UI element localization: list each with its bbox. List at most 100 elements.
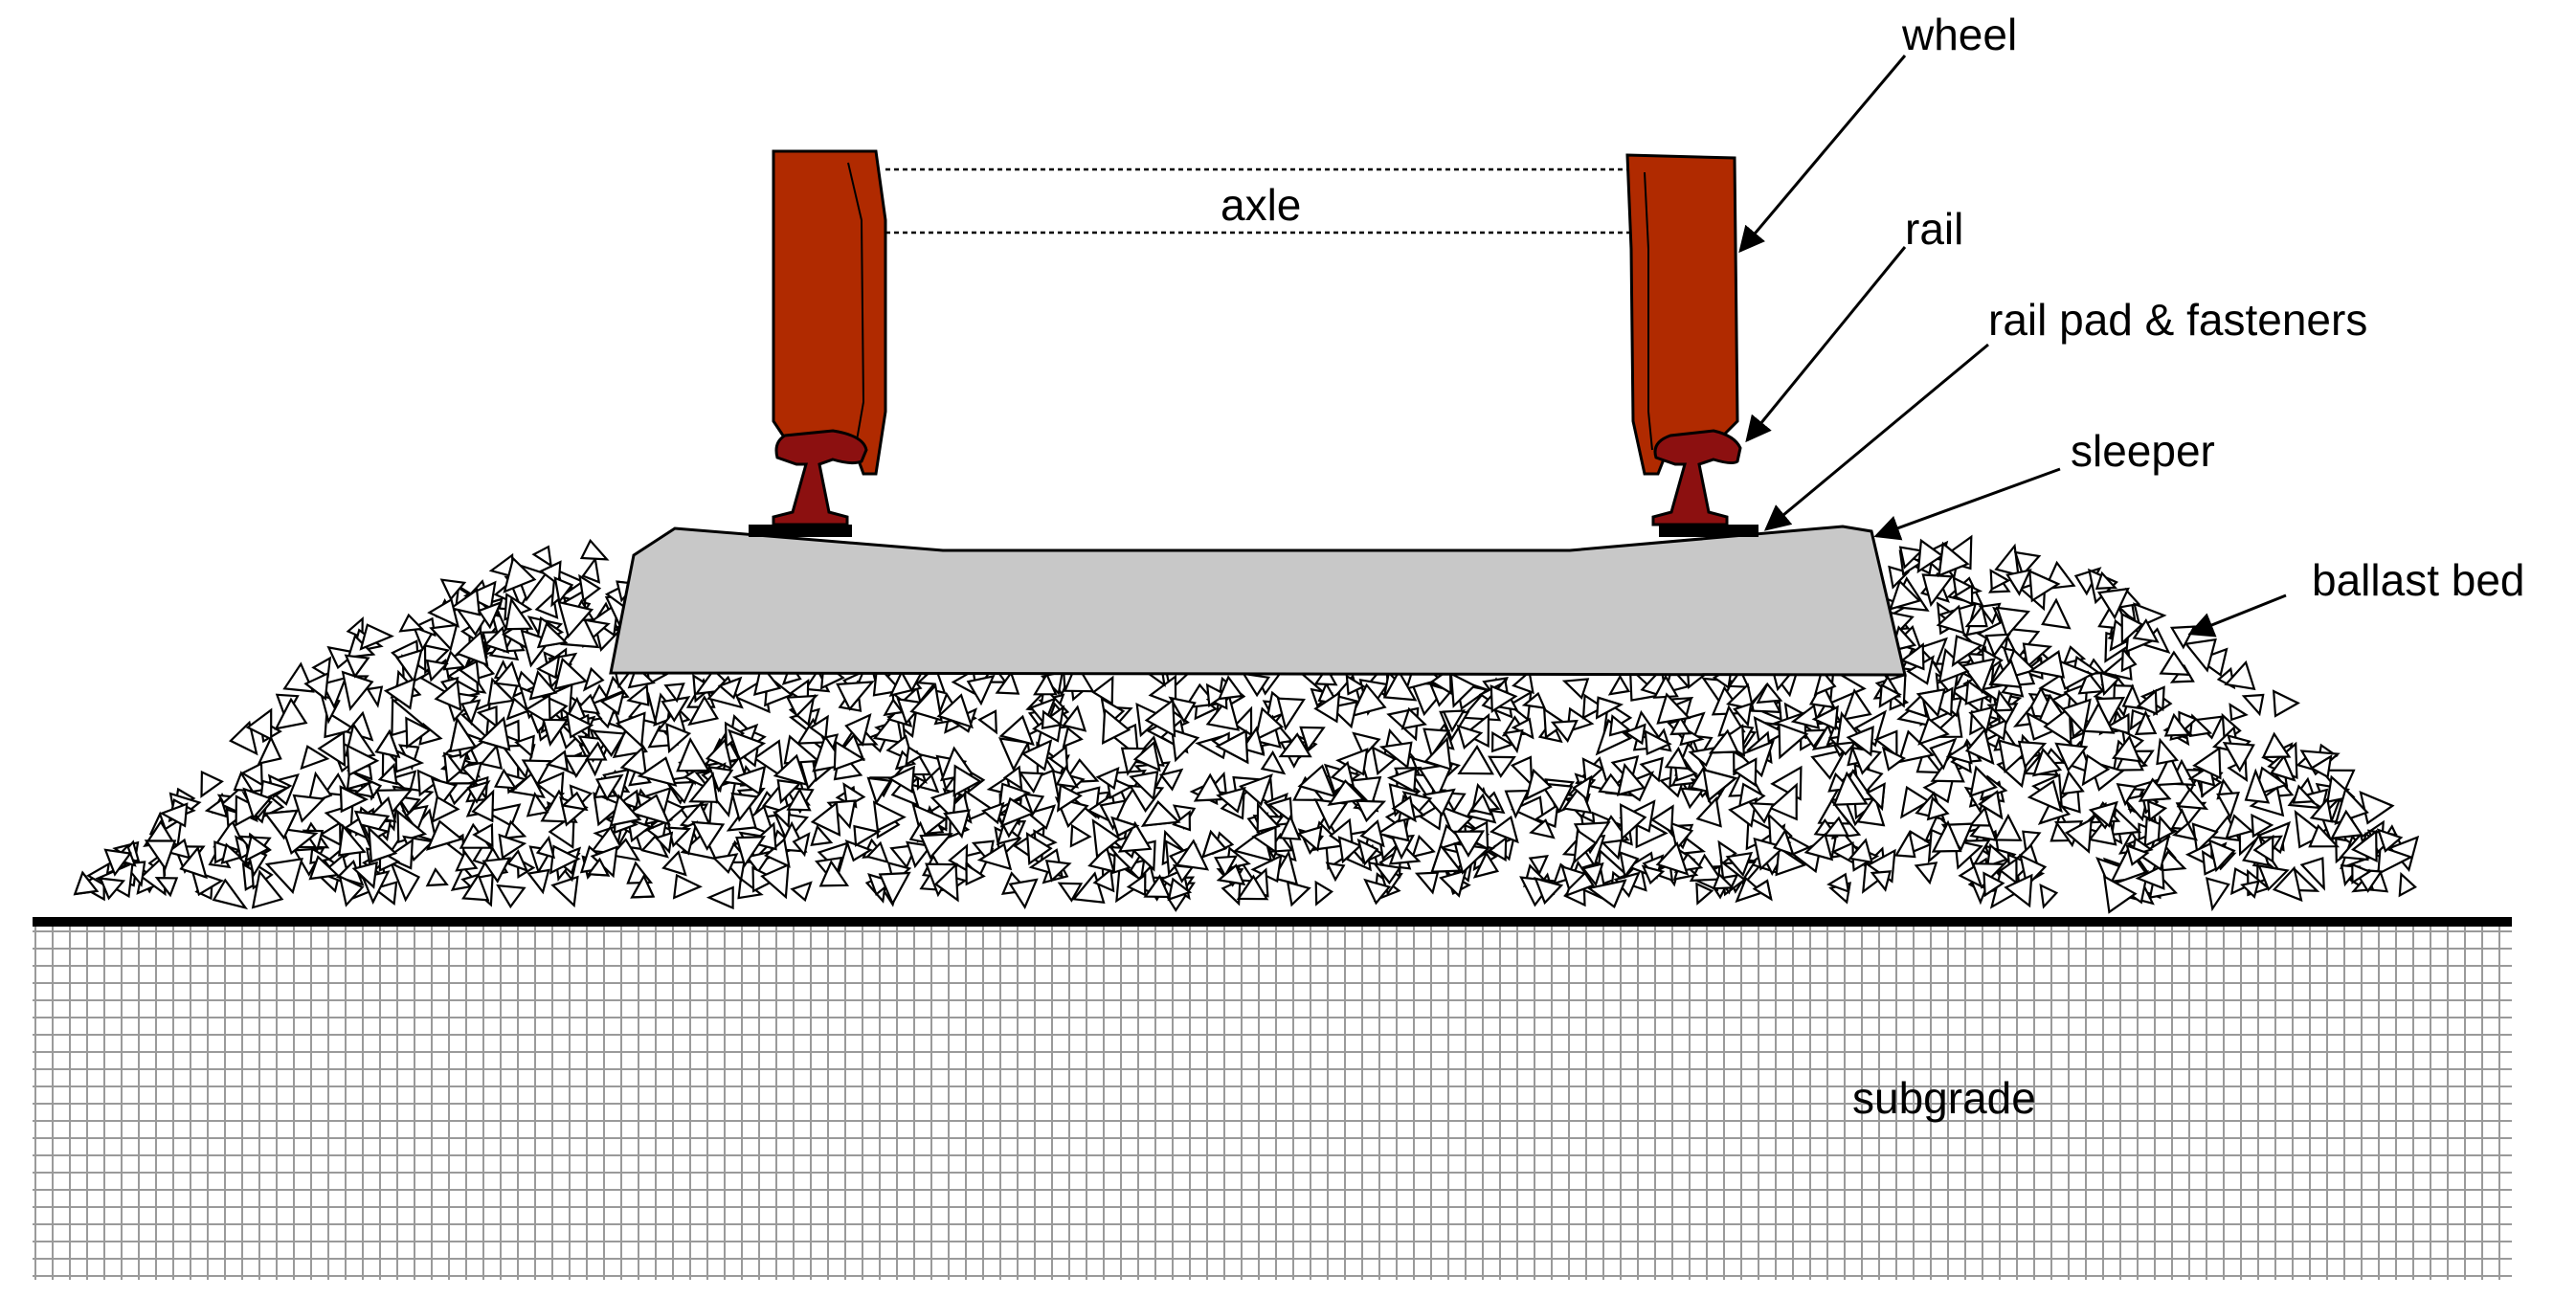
ballast-stone	[1846, 726, 1874, 757]
ballast-stone	[2022, 642, 2053, 669]
ballast-stone	[2027, 650, 2065, 679]
ballast-stone	[1623, 723, 1646, 746]
ballast-stone	[1607, 674, 1631, 696]
ballast-stone	[2111, 734, 2142, 763]
ballast-stone	[2060, 770, 2085, 795]
ballast-stone	[264, 857, 303, 895]
ballast-stone	[1936, 604, 1965, 635]
ballast-stone	[1313, 690, 1341, 724]
ballast-stone	[582, 666, 605, 692]
ballast-stone	[1649, 804, 1674, 835]
ballast-stone	[1286, 881, 1311, 907]
ballast-stone	[204, 797, 229, 818]
ballast-stone	[1418, 762, 1454, 799]
ballast-stone	[2138, 777, 2172, 802]
ballast-stone	[2004, 873, 2033, 908]
ballast-stone	[1848, 838, 1873, 864]
ballast-stone	[1033, 672, 1058, 696]
ballast-stone	[263, 809, 299, 840]
ballast-stone	[1503, 728, 1524, 754]
ballast-stone	[1728, 796, 1758, 828]
ballast-stone	[579, 538, 610, 561]
ballast-stone	[1914, 862, 1938, 885]
ballast-stone	[536, 621, 569, 649]
ballast-stone	[976, 842, 1013, 871]
ballast-stone	[166, 838, 191, 860]
ballast-stone	[952, 764, 982, 797]
ballast-stone	[1995, 606, 2030, 638]
ballast-stone	[1894, 829, 1916, 859]
rail-arrow	[1745, 246, 1907, 443]
ballast-stone	[1921, 573, 1955, 608]
ballast-stone	[274, 697, 308, 730]
ballast-stone	[1463, 712, 1490, 749]
ballast-stone	[1512, 669, 1534, 695]
ballast-stone	[341, 670, 374, 711]
ballast-stone	[2054, 742, 2089, 772]
ballast-stone	[482, 803, 522, 828]
rail-pad-right	[1659, 525, 1758, 537]
ballast-stone	[448, 716, 478, 753]
ballast-stone	[1581, 693, 1605, 720]
ballast-stone	[1550, 719, 1579, 743]
ballast-stone	[1378, 741, 1413, 770]
ballast-stone	[2026, 711, 2060, 741]
ballast-stone	[563, 754, 592, 778]
ballast-stone	[1748, 801, 1775, 824]
ballast-stone	[1216, 863, 1246, 886]
ballast-stone	[672, 873, 703, 900]
ballast-stone	[1560, 864, 1587, 891]
ballast-stone	[2240, 880, 2260, 900]
ballast-stone	[1775, 845, 1807, 877]
ballast-stone	[1400, 706, 1427, 730]
ballast-stone	[257, 735, 282, 766]
ballast-stone	[1968, 805, 1992, 827]
ballast-stone	[2222, 741, 2255, 772]
ballast-stone	[905, 745, 924, 767]
ballast-stone	[506, 849, 529, 873]
ballast-stone	[1900, 642, 1925, 671]
ballast-stone	[1826, 872, 1850, 894]
ballast-stone	[1313, 665, 1338, 686]
ballast-stone	[471, 789, 495, 823]
ballast-stone	[1355, 799, 1387, 823]
ballast-stone	[1026, 804, 1057, 831]
ballast-stone	[1898, 546, 1924, 570]
ballast-stone	[919, 833, 953, 860]
wheel-left-tread	[847, 162, 865, 441]
ballast-stone	[1561, 678, 1590, 701]
ballast-stone	[1144, 698, 1176, 738]
ballast-stone	[1044, 860, 1072, 883]
ballast-stone	[997, 737, 1030, 772]
ballast-stone	[394, 749, 425, 773]
ballast-stone	[1870, 870, 1892, 892]
ballast-stone	[1325, 862, 1346, 883]
ballast-stone	[439, 578, 467, 601]
ballast-stone	[459, 761, 483, 785]
ballast-stone	[591, 729, 627, 757]
ballast-stone	[2157, 815, 2175, 842]
ballast-stone	[390, 770, 417, 795]
subgrade-label: subgrade	[1852, 1073, 2036, 1123]
ballast-stone	[2272, 865, 2303, 903]
ballast-stone	[1960, 658, 1996, 694]
ballast-stone	[654, 831, 674, 855]
ballast-stone	[1732, 757, 1758, 788]
ballast-stone	[1256, 801, 1281, 834]
ballast-stone	[493, 768, 518, 790]
ballast-stone	[339, 785, 369, 814]
ballast-stone	[318, 820, 342, 847]
ballast-stone	[1915, 687, 1946, 718]
rail-pad-arrow	[1763, 343, 1989, 531]
ballast-stone	[244, 834, 271, 862]
ballast-stone	[2120, 612, 2144, 646]
ballast-stone	[2192, 746, 2222, 780]
ballast-stone	[965, 862, 986, 886]
ballast-stone	[1917, 716, 1950, 746]
ballast-stone	[1112, 851, 1131, 874]
ballast-stone	[1345, 775, 1382, 808]
ballast-stone	[1669, 715, 1692, 736]
ballast-stone	[1733, 702, 1753, 727]
ballast-stone	[425, 867, 449, 887]
ballast-stone	[429, 623, 459, 652]
